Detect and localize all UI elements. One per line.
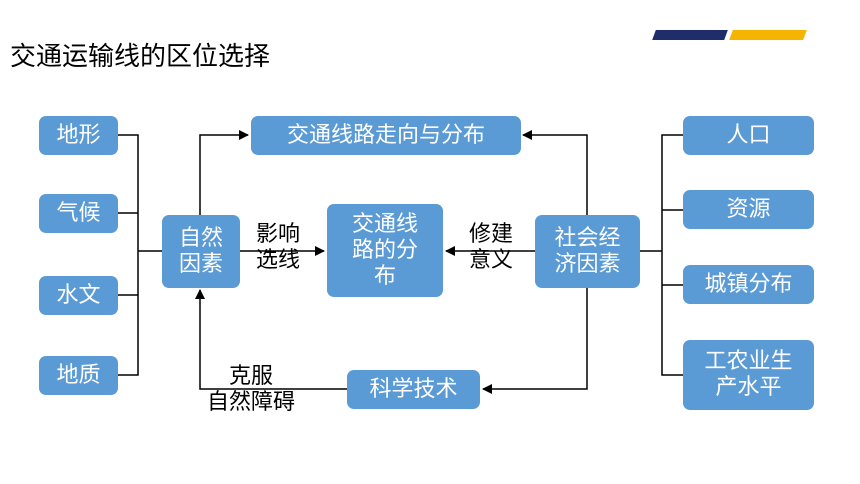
natural-factor-terrain: 地形 (39, 116, 118, 155)
page-title: 交通运输线的区位选择 (10, 42, 271, 72)
edge-label-significance: 修建 意义 (468, 222, 513, 273)
technology-node: 科学技术 (347, 370, 480, 409)
natural-factor-climate: 气候 (39, 194, 118, 233)
edge-label-overcome: 克服 自然障碍 (206, 364, 295, 415)
social-factor-towns: 城镇分布 (683, 265, 814, 304)
natural-factors-node: 自然 因素 (162, 215, 240, 288)
edge-label-influence: 影响 选线 (255, 222, 300, 273)
natural-factor-hydrology: 水文 (39, 276, 118, 315)
route-direction-node: 交通线路走向与分布 (251, 116, 521, 155)
social-factor-resources: 资源 (683, 190, 814, 229)
route-distribution-node: 交通线 路的分 布 (327, 204, 443, 297)
social-factor-industry-agriculture: 工农业生 产水平 (683, 340, 814, 410)
natural-factor-geology: 地质 (39, 356, 118, 395)
social-economic-node: 社会经 济因素 (535, 215, 640, 288)
social-factor-population: 人口 (683, 116, 814, 155)
